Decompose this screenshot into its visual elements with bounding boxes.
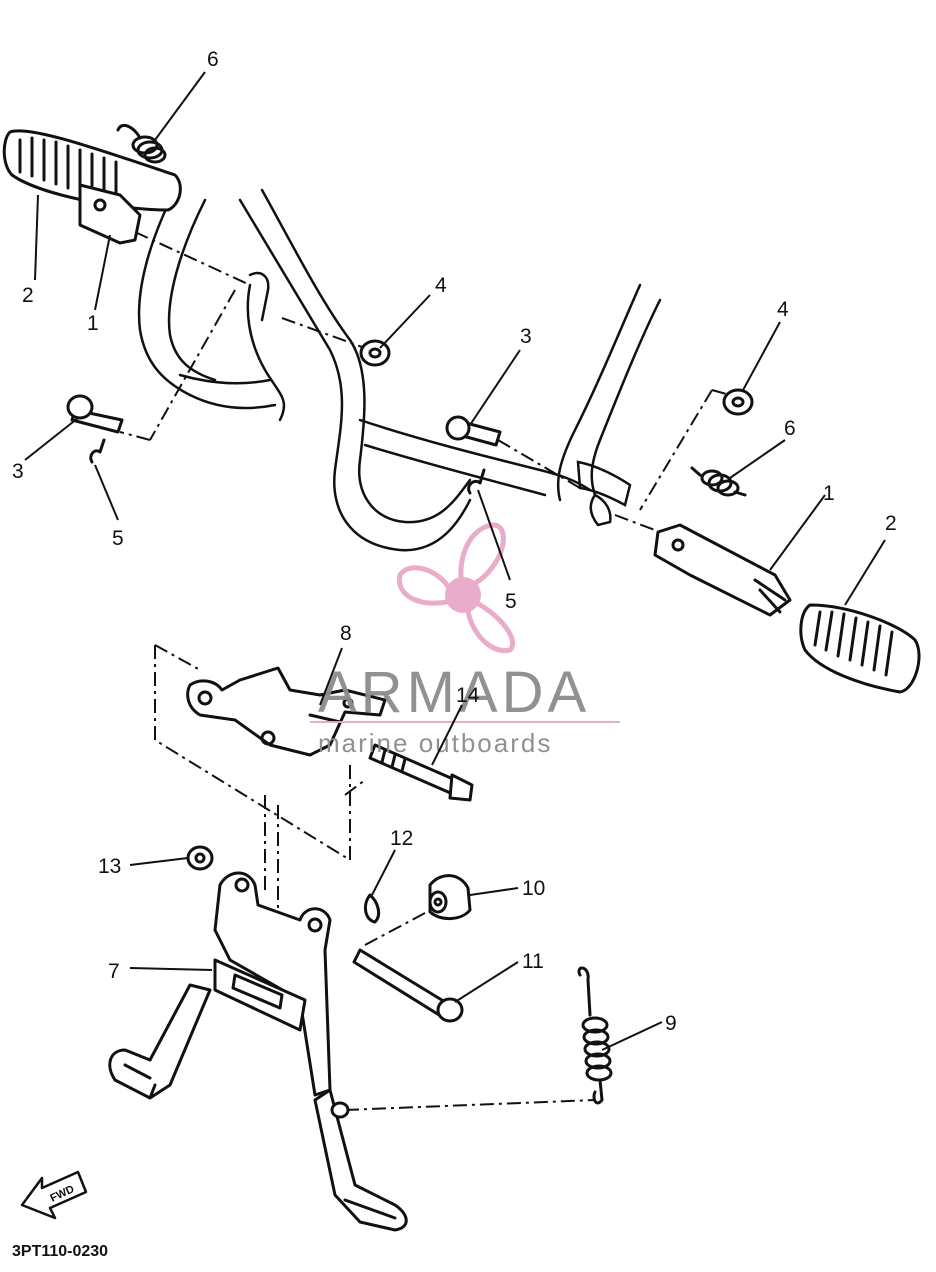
assembly-lines — [119, 231, 731, 1111]
callout-4-left: 4 — [435, 274, 447, 297]
footrest-bracket-right — [653, 523, 792, 617]
armada-tagline-text: marine outboards — [318, 728, 552, 758]
callout-3-right: 3 — [520, 325, 532, 348]
callout-12: 12 — [390, 827, 413, 850]
main-stand-7 — [108, 871, 408, 1232]
callout-2-left: 2 — [22, 284, 34, 307]
pin-left — [66, 394, 124, 434]
fwd-arrow: FWD — [20, 1170, 88, 1220]
callout-1-right: 1 — [823, 482, 835, 505]
frame-tubes — [137, 188, 662, 552]
callout-8: 8 — [340, 622, 352, 645]
callout-7: 7 — [108, 960, 120, 983]
callout-9: 9 — [665, 1012, 677, 1035]
washer-13 — [186, 845, 214, 871]
clip-12 — [363, 893, 381, 924]
armada-brand-text: ARMADA — [318, 660, 590, 725]
pivot-pin-11 — [352, 948, 464, 1023]
leader-lines — [24, 71, 886, 1051]
pin-right — [445, 415, 502, 447]
callout-4-right: 4 — [777, 298, 789, 321]
cotter-pin-left — [89, 438, 106, 464]
fwd-arrow-icon — [20, 1170, 88, 1220]
callout-6-left: 6 — [207, 48, 219, 71]
bushing-10 — [428, 874, 472, 920]
drawing-code: 3PT110-0230 — [12, 1243, 108, 1260]
stand-bracket — [186, 666, 387, 757]
callout-2-right: 2 — [885, 512, 897, 535]
callout-3-left: 3 — [12, 460, 24, 483]
torsion-spring-right — [690, 466, 747, 497]
armada-watermark: ARMADA marine outboards — [310, 522, 620, 758]
washer-right — [722, 388, 754, 416]
armada-propeller-logo — [396, 522, 515, 654]
callout-14: 14 — [456, 684, 480, 707]
callout-labels: 6 2 1 4 3 5 3 4 6 1 2 5 8 14 12 10 13 11… — [12, 48, 897, 1035]
callout-13: 13 — [98, 855, 121, 878]
bolt-14 — [368, 743, 474, 802]
washer-left — [359, 339, 391, 367]
callout-5-right: 5 — [505, 590, 517, 613]
footrest-bracket-left — [78, 183, 142, 245]
spring-9 — [577, 966, 613, 1105]
callout-10: 10 — [522, 877, 545, 900]
callout-1-left: 1 — [87, 312, 99, 335]
footrest-rubber-left — [2, 129, 182, 212]
callout-11: 11 — [522, 950, 544, 973]
callout-5-left: 5 — [112, 527, 124, 550]
callout-6-right: 6 — [784, 417, 796, 440]
footrest-rubber-right — [799, 603, 921, 694]
cotter-pin-right — [467, 468, 486, 495]
torsion-spring-left — [116, 124, 167, 164]
